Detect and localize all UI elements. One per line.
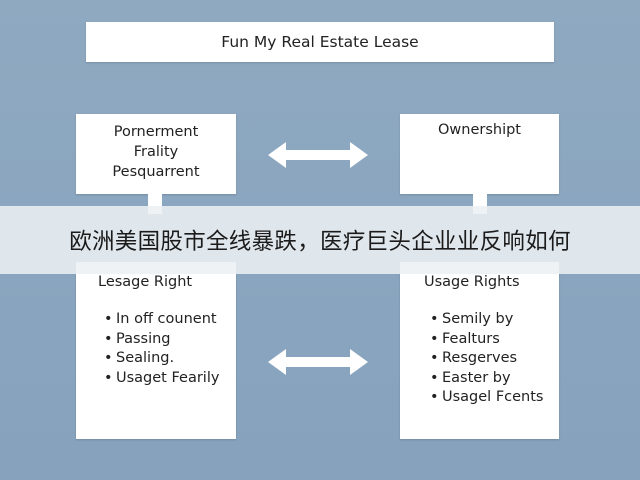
list-item: Fealturs: [430, 330, 559, 350]
list-item: In off counent: [104, 310, 236, 330]
list-item: Semily by: [430, 310, 559, 330]
double-arrow-icon: [268, 142, 368, 168]
caption-overlay: 欧洲美国股市全线暴跌，医疗巨头企业业反响如何: [0, 206, 640, 274]
bottom-left-box: Lesage Right In off counent Passing Seal…: [76, 262, 236, 439]
list-item: Easter by: [430, 369, 559, 389]
title-box: Fun My Real Estate Lease: [86, 22, 554, 62]
top-left-line: Frality: [133, 144, 179, 160]
bottom-right-box: Usage Rights Semily by Fealturs Resgerve…: [400, 262, 559, 439]
top-left-line: Pornerment: [113, 124, 199, 140]
top-right-label: Ownershipt: [437, 122, 521, 138]
list-item: Passing: [104, 330, 236, 350]
list-item: Resgerves: [430, 349, 559, 369]
overlay-caption: 欧洲美国股市全线暴跌，医疗巨头企业业反响如何: [69, 229, 571, 255]
bottom-left-list: In off counent Passing Sealing. Usaget F…: [98, 310, 236, 388]
bottom-right-list: Semily by Fealturs Resgerves Easter by U…: [424, 310, 559, 408]
list-item: Sealing.: [104, 349, 236, 369]
double-arrow-icon: [268, 349, 368, 375]
list-item: Usagel Fcents: [430, 388, 559, 408]
top-left-box: Pornerment Frality Pesquarrent: [76, 114, 236, 194]
bottom-left-heading: Lesage Right: [98, 274, 193, 290]
diagram-title: Fun My Real Estate Lease: [221, 33, 419, 51]
list-item: Usaget Fearily: [104, 369, 236, 389]
bottom-right-heading: Usage Rights: [424, 274, 520, 290]
top-left-line: Pesquarrent: [112, 164, 200, 180]
top-right-box: Ownershipt: [400, 114, 559, 194]
